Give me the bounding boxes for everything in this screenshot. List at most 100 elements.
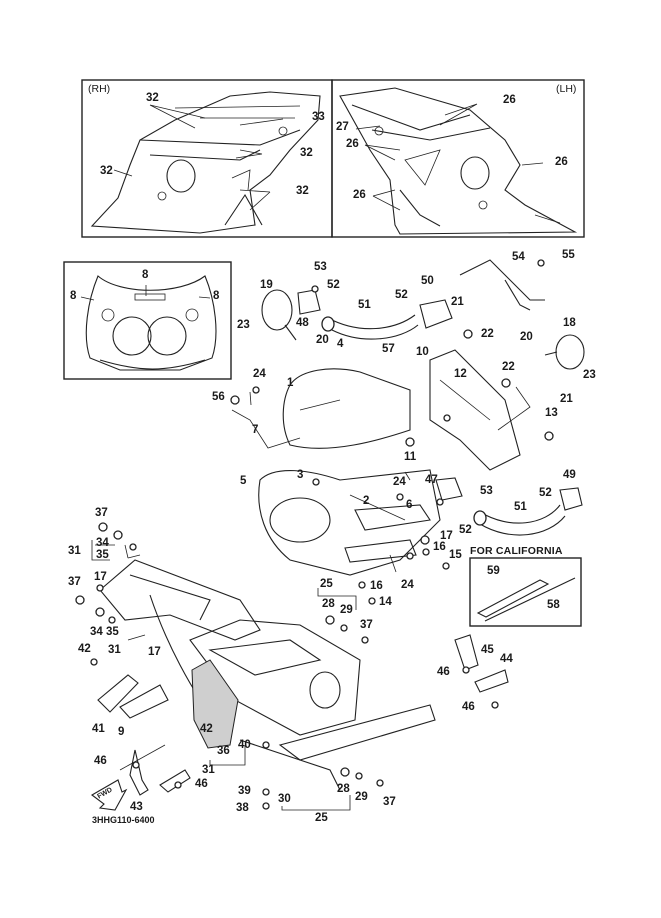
callout-8: 8 bbox=[70, 290, 77, 302]
callout-20: 20 bbox=[520, 331, 533, 343]
callout-16: 16 bbox=[370, 580, 383, 592]
callout-46: 46 bbox=[195, 778, 208, 790]
callout-33: 33 bbox=[312, 111, 325, 123]
callout-10: 10 bbox=[416, 346, 429, 358]
callout-42: 42 bbox=[78, 643, 91, 655]
inner-panel bbox=[191, 659, 239, 749]
callout-5: 5 bbox=[240, 475, 247, 487]
callout-52: 52 bbox=[395, 289, 408, 301]
callout-52: 52 bbox=[459, 524, 472, 536]
callout-32: 32 bbox=[300, 147, 313, 159]
callout-46: 46 bbox=[462, 701, 475, 713]
callout-31: 31 bbox=[68, 545, 81, 557]
callout-11: 11 bbox=[404, 451, 417, 463]
air-duct-lower bbox=[435, 477, 583, 536]
callout-6: 6 bbox=[406, 499, 413, 511]
callout-34: 34 bbox=[90, 626, 103, 638]
california-strips bbox=[476, 577, 576, 622]
callout-19: 19 bbox=[260, 279, 273, 291]
callout-37: 37 bbox=[95, 507, 108, 519]
front-view-inset-frame bbox=[63, 261, 232, 380]
callout-53: 53 bbox=[314, 261, 327, 273]
callout-38: 38 bbox=[236, 802, 249, 814]
callout-17: 17 bbox=[148, 646, 161, 658]
callout-41: 41 bbox=[92, 723, 105, 735]
callout-2: 2 bbox=[363, 495, 370, 507]
callout-52: 52 bbox=[539, 487, 552, 499]
rh-inset-label: (RH) bbox=[88, 83, 111, 95]
mirror-left bbox=[544, 334, 585, 370]
fasteners bbox=[75, 259, 554, 810]
callout-35: 35 bbox=[96, 549, 109, 561]
lh-inset-label: (LH) bbox=[556, 83, 577, 95]
lh-side-cowling bbox=[339, 87, 578, 235]
callout-26: 26 bbox=[353, 189, 366, 201]
callout-27: 27 bbox=[336, 121, 349, 133]
callout-55: 55 bbox=[562, 249, 575, 261]
callout-36: 36 bbox=[217, 745, 230, 757]
callout-23: 23 bbox=[237, 319, 250, 331]
drawing-code: 3HHG110-6400 bbox=[92, 815, 155, 825]
callout-12: 12 bbox=[454, 368, 467, 380]
callout-34: 34 bbox=[96, 537, 109, 549]
callout-22: 22 bbox=[481, 328, 494, 340]
callout-22: 22 bbox=[502, 361, 515, 373]
callout-32: 32 bbox=[100, 165, 113, 177]
rh-side-cowling bbox=[90, 91, 321, 234]
callout-24: 24 bbox=[253, 368, 266, 380]
mirror-right bbox=[261, 289, 297, 341]
callout-51: 51 bbox=[358, 299, 371, 311]
brackets bbox=[97, 634, 509, 796]
cowling-stay bbox=[429, 259, 545, 471]
callout-52: 52 bbox=[327, 279, 340, 291]
fwd-arrow-icon bbox=[91, 779, 128, 811]
callout-43: 43 bbox=[130, 801, 143, 813]
callout-24: 24 bbox=[401, 579, 414, 591]
callout-20: 20 bbox=[316, 334, 329, 346]
callout-8: 8 bbox=[213, 290, 220, 302]
callout-37: 37 bbox=[383, 796, 396, 808]
callout-42: 42 bbox=[200, 723, 213, 735]
callout-54: 54 bbox=[512, 251, 525, 263]
callout-9: 9 bbox=[118, 726, 125, 738]
callout-25: 25 bbox=[320, 578, 333, 590]
callout-59: 59 bbox=[487, 565, 500, 577]
front-view-cowling bbox=[85, 275, 217, 371]
callout-49: 49 bbox=[563, 469, 576, 481]
callout-40: 40 bbox=[238, 739, 251, 751]
callout-46: 46 bbox=[94, 755, 107, 767]
callout-31: 31 bbox=[108, 644, 121, 656]
callout-1: 1 bbox=[287, 377, 294, 389]
callout-31: 31 bbox=[202, 764, 215, 776]
lh-inset-frame bbox=[331, 79, 585, 238]
callout-17: 17 bbox=[94, 571, 107, 583]
callout-39: 39 bbox=[238, 785, 251, 797]
leader-lines bbox=[80, 103, 544, 811]
callout-29: 29 bbox=[340, 604, 353, 616]
callout-57: 57 bbox=[382, 343, 395, 355]
callout-56: 56 bbox=[212, 391, 225, 403]
california-inset-label: FOR CALIFORNIA bbox=[470, 545, 563, 557]
callout-24: 24 bbox=[393, 476, 406, 488]
callout-16: 16 bbox=[433, 541, 446, 553]
callout-8: 8 bbox=[142, 269, 149, 281]
callout-13: 13 bbox=[545, 407, 558, 419]
callout-29: 29 bbox=[355, 791, 368, 803]
callout-28: 28 bbox=[322, 598, 335, 610]
callout-51: 51 bbox=[514, 501, 527, 513]
callout-37: 37 bbox=[360, 619, 373, 631]
callout-28: 28 bbox=[337, 783, 350, 795]
callout-21: 21 bbox=[451, 296, 464, 308]
callout-4: 4 bbox=[337, 338, 344, 350]
callout-46: 46 bbox=[437, 666, 450, 678]
callout-23: 23 bbox=[583, 369, 596, 381]
callout-50: 50 bbox=[421, 275, 434, 287]
callout-3: 3 bbox=[297, 469, 304, 481]
callout-58: 58 bbox=[547, 599, 560, 611]
callout-53: 53 bbox=[480, 485, 493, 497]
callout-15: 15 bbox=[449, 549, 462, 561]
air-duct-upper bbox=[297, 289, 453, 340]
california-inset-frame bbox=[469, 557, 582, 627]
